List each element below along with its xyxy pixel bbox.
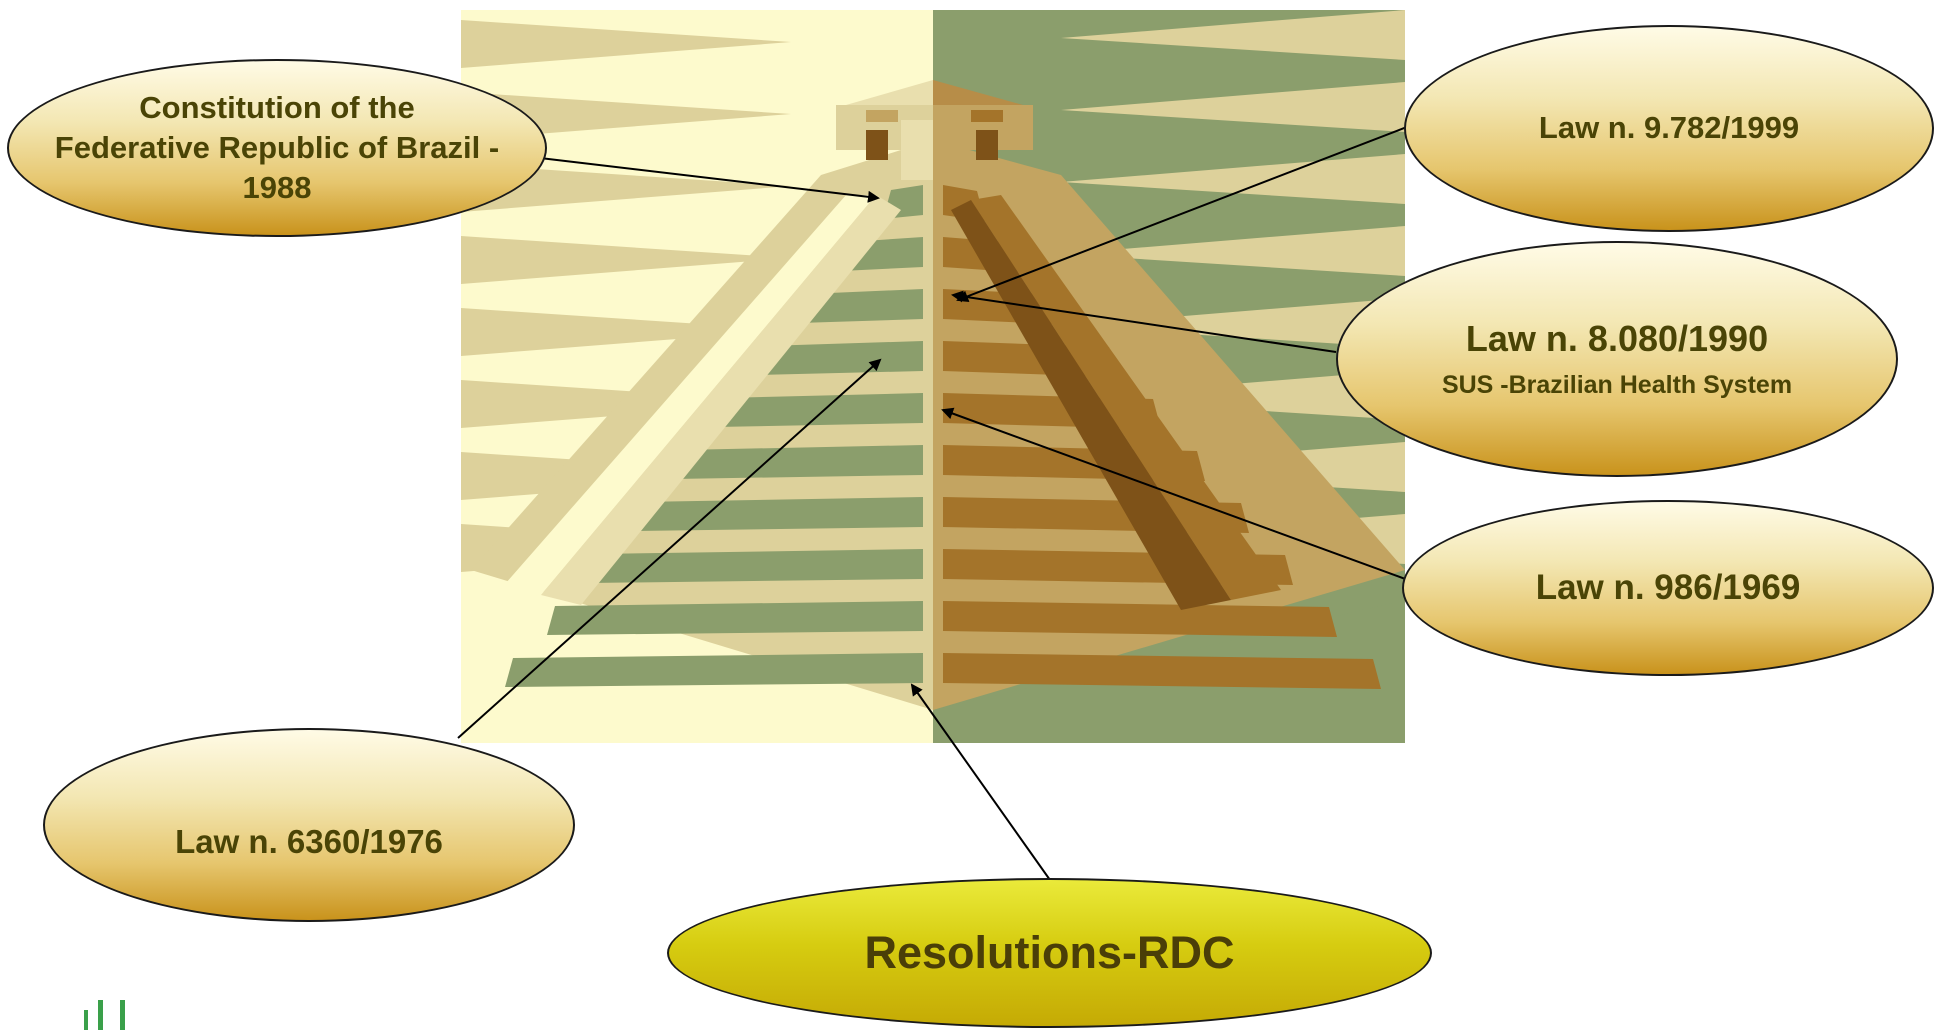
right-ray [1061,82,1405,132]
law-986-label: Law n. 986/1969 [1535,568,1801,608]
law-9782-label: Law n. 9.782/1999 [1538,110,1800,146]
arrow-resolutions [910,683,1051,881]
law-8080-subtitle: SUS -Brazilian Health System [1441,371,1793,400]
arrow-law-986 [941,407,1409,581]
left-step [631,497,923,531]
arrow-law-8080 [951,290,1337,353]
right-ray [1061,298,1405,348]
left-ray [461,308,791,356]
law-6360-callout: Law n. 6360/1976 [43,728,575,922]
arrow-constitution [539,157,880,203]
anvisa-logo-fragment [84,1000,125,1030]
arrow-law-6360 [457,358,882,739]
right-step [943,653,1381,689]
left-step [547,601,923,635]
right-step [943,601,1337,637]
law-986-callout: Law n. 986/1969 [1402,500,1934,676]
left-step [505,653,923,687]
left-step [589,549,923,583]
constitution-line-2: Federative Republic of Brazil - [54,129,500,165]
left-ray [461,20,791,68]
left-ray [461,92,791,140]
left-step [673,445,923,479]
law-9782-callout: Law n. 9.782/1999 [1404,25,1934,232]
right-ray [1061,154,1405,204]
right-ray [1061,226,1405,276]
law-8080-label: Law n. 8.080/1990 [1465,318,1769,360]
constitution-line-1: Constitution of the [139,89,415,125]
law-6360-label: Law n. 6360/1976 [175,823,443,861]
right-ray [1061,10,1405,60]
law-8080-callout: Law n. 8.080/1990 SUS -Brazilian Health … [1336,241,1898,477]
left-step [715,393,923,427]
left-ray [461,236,791,284]
resolutions-rdc-callout: Resolutions-RDC [667,878,1432,1028]
constitution-callout: Constitution of the Federative Republic … [7,59,547,237]
left-ray [461,164,791,212]
left-step [757,341,923,375]
constitution-line-3: 1988 [242,170,312,206]
pyramid-picture [461,10,1405,743]
arrow-law-9782 [956,124,1413,303]
resolutions-rdc-label: Resolutions-RDC [864,926,1235,978]
